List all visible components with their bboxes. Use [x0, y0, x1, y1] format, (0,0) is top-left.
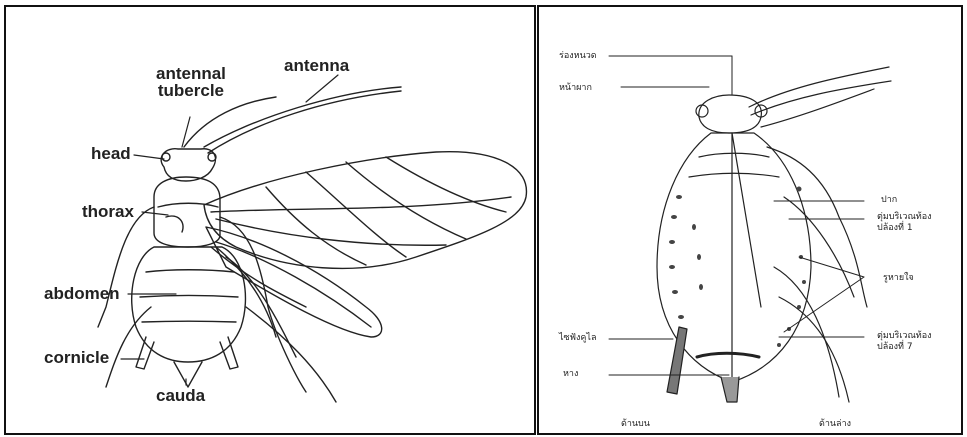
right-cornicle-shape [220, 337, 238, 369]
aphid-diagram-thai: ร่องหนวด หน้าผาก ปาก ตุ่มบริเวณท้อง ปล้อ… [537, 5, 963, 435]
hindwing [206, 227, 382, 337]
label-ventral-view: ด้านล่าง [819, 419, 851, 430]
label-abdomen: abdomen [44, 285, 120, 302]
label-tubercle-segment-1: ตุ่มบริเวณท้อง ปล้องที่ 1 [877, 212, 932, 235]
label-antennal-tubercle: antennal tubercle [156, 65, 226, 99]
label-antenna: antenna [284, 57, 349, 74]
label-tail: หาง [563, 369, 578, 380]
label-cornicle-thai: ไซฟังคูไล [559, 333, 596, 344]
left-cornicle-shape [136, 337, 154, 369]
label-cauda: cauda [156, 387, 205, 404]
label-forehead: หน้าผาก [559, 83, 592, 94]
label-mouthparts: ปาก [881, 195, 897, 206]
label-dorsal-view: ด้านบน [621, 419, 650, 430]
label-antennal-groove: ร่องหนวด [559, 51, 597, 62]
label-spiracle: รูหายใจ [883, 273, 914, 284]
abdomen-outline [132, 247, 246, 362]
label-tubercle-segment-7: ตุ่มบริเวณท้อง ปล้องที่ 7 [877, 331, 932, 354]
cauda-shape [174, 362, 202, 387]
aphid-diagram-english: antenna antennal tubercle head thorax ab… [4, 5, 536, 435]
label-thorax: thorax [82, 203, 134, 220]
label-head: head [91, 145, 131, 162]
tail-shape [721, 377, 739, 402]
head-outline [161, 149, 215, 181]
label-cornicle: cornicle [44, 349, 109, 366]
cornicle-shape [667, 327, 687, 394]
